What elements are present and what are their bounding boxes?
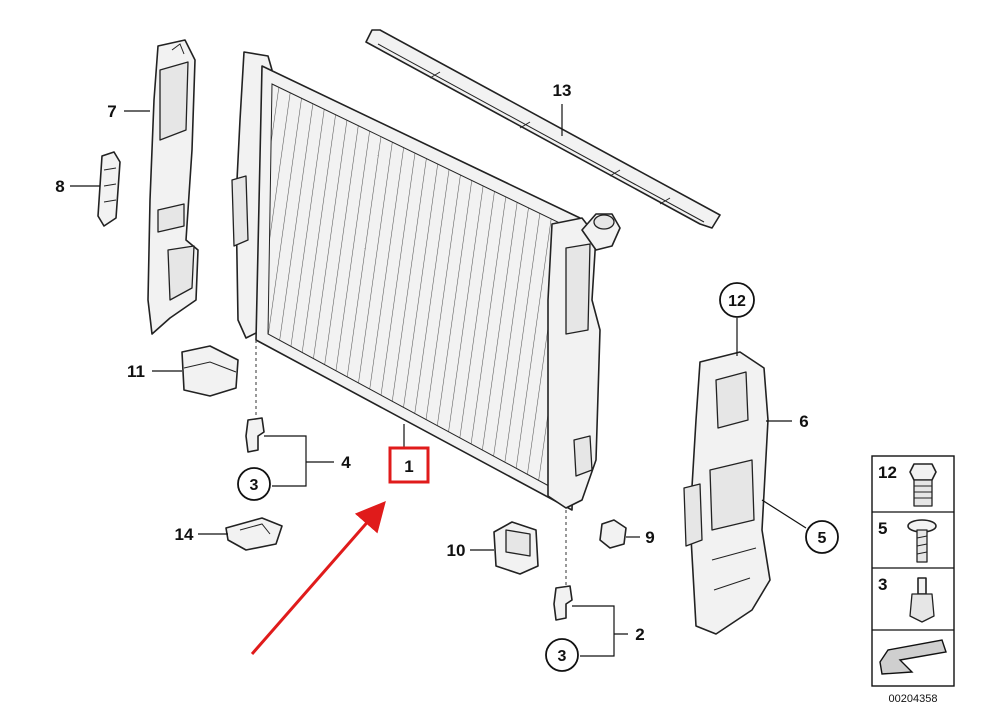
screw-icon: [907, 519, 937, 563]
rubber-mount-icon: [909, 577, 935, 623]
nut-icon: [909, 463, 937, 507]
callout-circle-3a: [237, 467, 271, 501]
callout-12: 12: [728, 293, 746, 310]
callout-14: 14: [175, 525, 194, 544]
clip-part-14: [225, 517, 283, 551]
housing-part-10: [493, 521, 539, 575]
direction-arrow-icon: [879, 639, 947, 675]
bracket-lead-2: [572, 605, 628, 657]
callout-2: 2: [635, 625, 644, 644]
callout-3b: 3: [558, 648, 567, 665]
bracket-part-11: [181, 345, 239, 397]
callout-5: 5: [818, 530, 827, 547]
callout-1: 1: [404, 457, 413, 476]
left-air-duct-part: [147, 39, 199, 335]
callout-7: 7: [107, 102, 116, 121]
rubber-mount-left: [245, 417, 265, 453]
callout-11: 11: [127, 362, 145, 381]
legend-label-3: 3: [878, 575, 887, 594]
bracket-lead-4: [264, 435, 334, 487]
legend-label-12: 12: [878, 463, 897, 482]
pointer-arrow: [250, 500, 386, 655]
right-air-duct-part: [683, 351, 771, 635]
radiator-part: [231, 51, 621, 511]
bracket-part-8: [97, 151, 121, 227]
fastener-legend: 12 5 3: [871, 455, 955, 687]
callout-circle-5: [805, 520, 839, 554]
callout-10: 10: [447, 541, 466, 560]
seal-strip-part: [365, 29, 721, 229]
callout-circle-12: [719, 282, 755, 318]
diagram-code: 00204358: [889, 693, 938, 705]
callout-13: 13: [553, 81, 572, 100]
callout-9: 9: [645, 528, 654, 547]
leader-5: [761, 499, 807, 529]
legend-label-5: 5: [878, 519, 887, 538]
highlight-box: [388, 446, 430, 484]
callout-8: 8: [55, 177, 64, 196]
callout-3a: 3: [250, 477, 259, 494]
rubber-mount-right: [553, 585, 573, 621]
callout-4: 4: [341, 453, 351, 472]
callout-circle-3b: [545, 638, 579, 672]
clip-part-9: [599, 519, 627, 549]
callout-6: 6: [799, 412, 808, 431]
